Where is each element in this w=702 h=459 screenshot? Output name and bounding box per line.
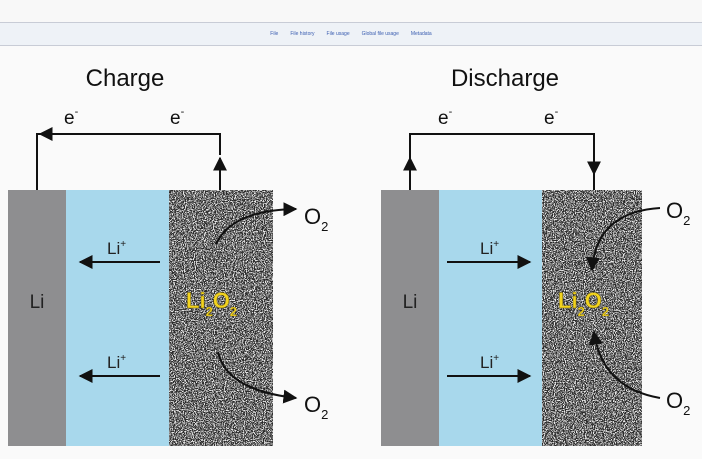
charge-ion-bottom-label: Li+ xyxy=(107,353,126,372)
tab-file-usage[interactable]: File usage xyxy=(326,31,350,37)
tab-metadata[interactable]: Metadata xyxy=(410,31,432,37)
charge-electron-left-label: e- xyxy=(64,106,79,129)
charge-o2-bottom-label: O2 xyxy=(304,392,328,422)
discharge-o2-bottom-label: O2 xyxy=(666,388,690,418)
charge-o2-arrow-top xyxy=(215,202,298,245)
charge-ion-top-label: Li+ xyxy=(107,239,126,258)
discharge-diagram: Discharge e- e- Li Li+ Li+ Li2O2 O2 O2 xyxy=(381,65,690,446)
tab-global-file-usage[interactable]: Global file usage xyxy=(361,31,399,37)
charge-anode-label: Li xyxy=(30,292,45,313)
charge-o2-top-label: O2 xyxy=(304,204,328,234)
discharge-o2-arrow-bottom xyxy=(588,330,661,399)
diagram-area: Charge e- e- Li Li+ Li+ Li2O2 O2 O2 Disc… xyxy=(0,46,702,459)
discharge-anode-label: Li xyxy=(403,292,418,313)
battery-diagram-svg: Charge e- e- Li Li+ Li+ Li2O2 O2 O2 Disc… xyxy=(8,65,690,446)
charge-cathode-texture xyxy=(169,190,273,446)
charge-diagram: Charge e- e- Li Li+ Li+ Li2O2 O2 O2 xyxy=(8,65,328,446)
tab-file-history[interactable]: File history xyxy=(290,31,315,37)
file-tab-bar: File File history File usage Global file… xyxy=(0,22,702,46)
discharge-lithium-anode xyxy=(381,190,439,446)
discharge-ion-bottom-label: Li+ xyxy=(480,353,499,372)
charge-electrolyte xyxy=(66,190,169,446)
charge-lithium-anode xyxy=(8,190,66,446)
charge-o2-arrow-bottom xyxy=(217,351,298,404)
discharge-product-label: Li2O2 xyxy=(558,288,609,319)
charge-title: Charge xyxy=(86,65,165,92)
charge-product-label: Li2O2 xyxy=(186,288,237,319)
tab-file[interactable]: File xyxy=(270,31,279,37)
charge-circuit-wire xyxy=(36,133,221,190)
discharge-electron-right-label: e- xyxy=(544,106,559,129)
discharge-cathode-texture xyxy=(542,190,642,446)
discharge-electrolyte xyxy=(439,190,542,446)
discharge-title: Discharge xyxy=(451,65,559,92)
charge-electron-right-label: e- xyxy=(170,106,185,129)
discharge-electron-left-label: e- xyxy=(438,106,453,129)
discharge-o2-arrow-top xyxy=(585,207,661,272)
discharge-ion-top-label: Li+ xyxy=(480,239,499,258)
window-top-strip xyxy=(0,0,702,22)
discharge-circuit-wire xyxy=(409,133,595,190)
discharge-o2-top-label: O2 xyxy=(666,198,690,228)
